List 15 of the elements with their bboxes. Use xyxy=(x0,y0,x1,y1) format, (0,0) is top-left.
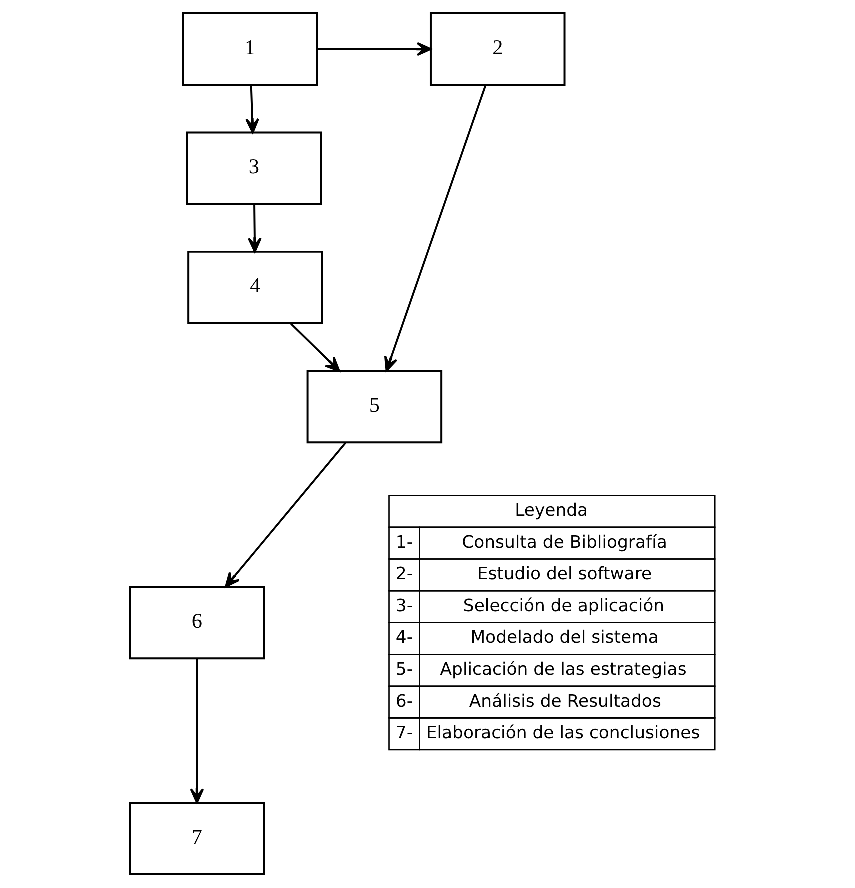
label: 7- xyxy=(395,724,413,744)
label: Modelado del sistema xyxy=(470,628,658,648)
label: 2- xyxy=(395,564,413,585)
label: 3- xyxy=(395,596,413,616)
label: Selección de aplicación xyxy=(462,596,664,616)
label: 1- xyxy=(395,532,413,553)
label: 6- xyxy=(395,692,413,712)
label: 4- xyxy=(395,628,413,648)
label: Análisis de Resultados xyxy=(468,692,661,712)
label: 5- xyxy=(395,660,413,680)
label: Leyenda xyxy=(514,501,588,522)
label: Aplicación de las estrategias xyxy=(440,660,686,680)
label: Elaboración de las conclusiones xyxy=(426,724,700,744)
label: Estudio del software xyxy=(476,564,652,585)
label: Consulta de Bibliografía xyxy=(462,532,667,553)
